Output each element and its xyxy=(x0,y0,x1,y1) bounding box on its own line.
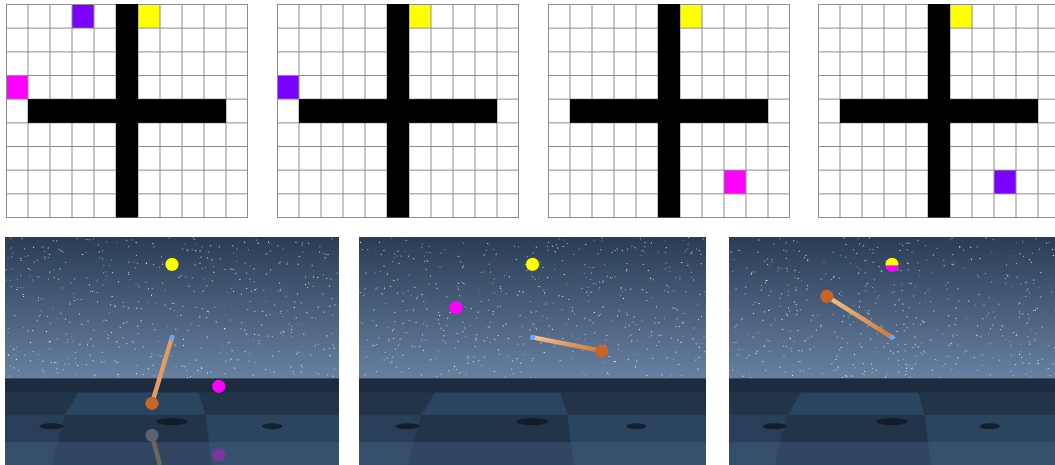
gridworld-svg-4 xyxy=(818,4,1055,218)
gridworld-panel-4 xyxy=(818,4,1055,218)
wall-horizontal xyxy=(840,99,1038,123)
arm-end-effector xyxy=(820,290,833,303)
gridworld-svg-3 xyxy=(548,4,790,218)
reacher-svg-1 xyxy=(5,237,339,465)
gridworld-panel-2 xyxy=(277,4,519,218)
goal-ball xyxy=(166,258,179,271)
arm-joint xyxy=(169,335,174,340)
wall-horizontal xyxy=(570,99,768,123)
reacher-svg-3 xyxy=(729,237,1055,465)
agent-cell xyxy=(277,76,299,100)
goal-cell xyxy=(680,5,702,29)
reacher-scene-3 xyxy=(729,237,1055,465)
gridworld-svg-1 xyxy=(6,4,248,218)
gridworld-panel-1 xyxy=(6,4,248,218)
gridworld-svg-2 xyxy=(277,4,519,218)
goal-cell xyxy=(409,5,431,29)
goal-cell xyxy=(138,5,160,29)
arm-joint xyxy=(530,335,535,340)
target-cell xyxy=(6,76,28,100)
goal-cell xyxy=(950,5,972,29)
reacher-scene-1 xyxy=(5,237,339,465)
target-ball xyxy=(212,380,225,393)
wall-horizontal xyxy=(299,99,497,123)
target-ball xyxy=(450,301,463,314)
reacher-svg-2 xyxy=(359,237,706,465)
gridworld-panel-3 xyxy=(548,4,790,218)
agent-cell xyxy=(994,170,1016,194)
arm-end-effector xyxy=(145,397,158,410)
arm-joint xyxy=(889,335,894,340)
wall-horizontal xyxy=(28,99,226,123)
goal-ball xyxy=(526,258,539,271)
arm-end-effector xyxy=(595,345,608,358)
target-cell xyxy=(724,170,746,194)
agent-cell xyxy=(72,5,94,29)
reacher-scene-2 xyxy=(359,237,706,465)
